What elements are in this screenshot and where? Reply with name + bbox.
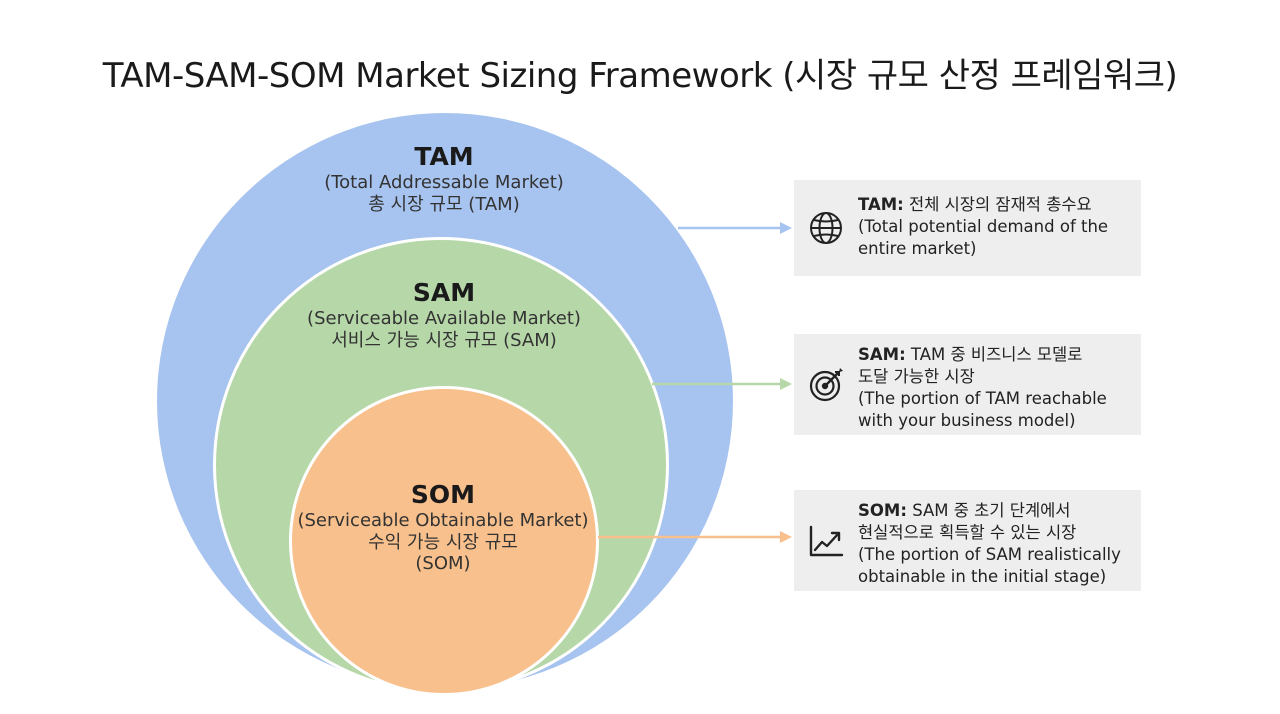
sam-card-line-3: (The portion of TAM reachable [858, 389, 1107, 408]
sam-card-key: SAM: [858, 345, 906, 364]
sam-connector-arrow [652, 378, 792, 390]
som-card-key: SOM: [858, 501, 907, 520]
tam-card-key: TAM: [858, 195, 904, 214]
sam-description-card: SAM: TAM 중 비즈니스 모델로 도달 가능한 시장 (The porti… [794, 334, 1141, 435]
sam-card-line-4: with your business model) [858, 411, 1076, 430]
trend-up-icon [809, 525, 844, 557]
sam-korean-name: 서비스 가능 시장 규모 (SAM) [331, 329, 557, 351]
sam-abbr: SAM [412, 278, 476, 307]
som-circle [289, 386, 599, 696]
tam-card-line-1: 전체 시장의 잠재적 총수요 [909, 195, 1092, 214]
som-card-line-1: SAM 중 초기 단계에서 [912, 501, 1071, 520]
tam-card-line-2: (Total potential demand of the [858, 217, 1109, 236]
tam-full-name: (Total Addressable Market) [324, 172, 564, 193]
sam-card-line-1: TAM 중 비즈니스 모델로 [910, 345, 1083, 364]
tam-connector-arrow [678, 222, 792, 234]
som-card-line-2: 현실적으로 획득할 수 있는 시장 [858, 523, 1077, 542]
sam-circle-label: SAM (Serviceable Available Market) 서비스 가… [259, 278, 629, 351]
tam-description-card: TAM: 전체 시장의 잠재적 총수요 (Total potential dem… [794, 180, 1141, 276]
som-korean-abbr: (SOM) [415, 553, 471, 575]
sam-card-line-2: 도달 가능한 시장 [858, 367, 975, 386]
tam-card-line-3: entire market) [858, 239, 977, 258]
som-full-name: (Serviceable Obtainable Market) [297, 510, 589, 531]
tam-korean-name: 총 시장 규모 (TAM) [368, 193, 520, 215]
tam-abbr: TAM [414, 142, 474, 171]
target-icon [809, 368, 843, 402]
som-card-line-3: (The portion of SAM realistically [858, 545, 1121, 564]
som-abbr: SOM [410, 480, 476, 509]
sam-full-name: (Serviceable Available Market) [307, 308, 581, 329]
som-connector-arrow [598, 531, 792, 543]
tam-circle-label: TAM (Total Addressable Market) 총 시장 규모 (… [279, 142, 609, 215]
som-description-card: SOM: SAM 중 초기 단계에서 현실적으로 획득할 수 있는 시장 (Th… [794, 490, 1141, 591]
som-korean-name: 수익 가능 시장 규모 [368, 531, 518, 553]
diagram-title: TAM-SAM-SOM Market Sizing Framework (시장 … [102, 56, 1178, 96]
globe-icon [810, 212, 842, 244]
som-circle-label: SOM (Serviceable Obtainable Market) 수익 가… [283, 480, 603, 575]
som-card-line-4: obtainable in the initial stage) [858, 567, 1107, 586]
